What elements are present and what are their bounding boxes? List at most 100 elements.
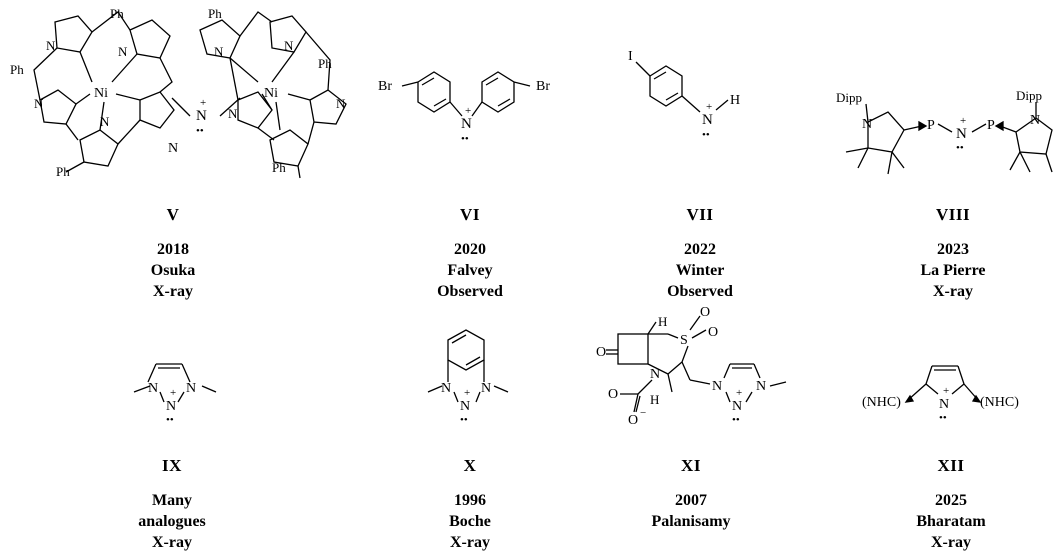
atom-br: Br [378, 79, 392, 94]
positive-charge: + [736, 387, 742, 399]
caption-author: Boche [449, 513, 491, 530]
caption-author: Bharatam [916, 513, 986, 530]
porphyrin-left [33, 11, 175, 173]
atom-dipp: Dipp [836, 90, 862, 105]
atom-n: N [118, 44, 128, 59]
caption-method: Observed [667, 283, 733, 300]
atom-n: N [481, 381, 491, 396]
compound-number: XII [937, 456, 965, 475]
positive-charge: + [465, 105, 471, 117]
caption-line-2: analogues [138, 513, 206, 530]
caption-XI: XI 2007 Palanisamy [626, 456, 756, 532]
lone-pair: •• [939, 412, 947, 424]
caption-author: Palanisamy [651, 513, 731, 530]
caption-VI: VI 2020 Falvey Observed [410, 205, 530, 302]
nitrogen-central: N [939, 397, 949, 412]
caption-line-1: Many [152, 492, 192, 509]
nitrogen-central: N [196, 108, 207, 124]
positive-charge: + [960, 115, 966, 127]
atom-ph: Ph [10, 62, 24, 77]
atom-n: N [186, 381, 196, 396]
atom-i: I [628, 49, 633, 64]
atom-h: H [650, 392, 659, 407]
compound-number: XI [681, 456, 701, 475]
caption-year: 1996 [454, 492, 486, 509]
structure-VII: I N + •• H [628, 49, 740, 141]
atom-o: O [608, 387, 618, 402]
nitrogen-central: N [956, 126, 967, 142]
caption-author: Falvey [447, 262, 493, 279]
atom-h: H [730, 93, 740, 108]
atom-s: S [680, 333, 688, 348]
atom-p: P [987, 118, 995, 133]
lone-pair: •• [702, 129, 710, 141]
caption-method: X-ray [931, 534, 971, 551]
atom-nhc: (NHC) [862, 395, 901, 410]
nitrogen-central: N [461, 116, 472, 132]
lone-pair: •• [196, 125, 204, 137]
structure-IX: N N N + •• [133, 363, 217, 426]
atom-br: Br [536, 79, 550, 94]
atom-n: N [756, 379, 766, 394]
atom-n: N [441, 381, 451, 396]
caption-author: La Pierre [920, 262, 986, 279]
nitrogen-central: N [166, 399, 176, 414]
caption-method: X-ray [153, 283, 193, 300]
atom-n: N [284, 38, 294, 53]
compound-number: IX [162, 456, 182, 475]
atom-ph: Ph [208, 6, 222, 21]
caption-year: 2020 [454, 241, 486, 258]
atom-n: N [336, 96, 346, 111]
atom-n: N [1030, 113, 1040, 128]
positive-charge: + [200, 97, 206, 109]
atom-o: O [700, 305, 710, 320]
positive-charge: + [706, 101, 712, 113]
nitrogen-central: N [732, 399, 742, 414]
caption-method: X-ray [450, 534, 490, 551]
compound-number: VII [686, 205, 714, 224]
compound-number: VIII [935, 205, 971, 224]
atom-n: N [650, 367, 660, 382]
caption-author: Osuka [150, 262, 196, 279]
atom-ni: Ni [264, 86, 278, 101]
compound-number: V [166, 205, 180, 224]
atom-n: N [46, 38, 56, 53]
caption-year: 2018 [157, 241, 189, 258]
atom-n: N [168, 141, 178, 156]
atom-ni: Ni [94, 86, 108, 101]
structure-XII: (NHC) (NHC) N + •• [862, 365, 1019, 424]
positive-charge: + [170, 387, 176, 399]
atom-ph: Ph [272, 160, 286, 175]
atom-p: P [927, 118, 935, 133]
compound-number: VI [460, 205, 480, 224]
atom-ph: Ph [56, 164, 70, 179]
atom-n: N [214, 44, 224, 59]
lone-pair: •• [956, 142, 964, 154]
porphyrin-right [199, 11, 347, 179]
nitrogen-central: N [460, 399, 470, 414]
atom-o: O [596, 345, 606, 360]
negative-charge: − [640, 407, 646, 419]
atom-dipp: Dipp [1016, 88, 1042, 103]
caption-year: 2025 [935, 492, 967, 509]
nitrogen-central: N [702, 112, 713, 128]
caption-method: Observed [437, 283, 503, 300]
caption-method: X-ray [152, 534, 192, 551]
atom-n: N [34, 96, 44, 111]
positive-charge: + [943, 385, 949, 397]
lone-pair: •• [461, 133, 469, 145]
caption-method: X-ray [933, 283, 973, 300]
caption-author: Winter [675, 262, 725, 279]
caption-VIII: VIII 2023 La Pierre X-ray [893, 205, 1013, 302]
caption-VII: VII 2022 Winter Observed [640, 205, 760, 302]
atom-n: N [862, 117, 872, 132]
structure-V: N N N N Ni Ph Ph Ph N N + •• [10, 6, 347, 179]
lone-pair: •• [732, 414, 740, 426]
positive-charge: + [464, 387, 470, 399]
atom-h: H [658, 314, 667, 329]
atom-ph: Ph [318, 56, 332, 71]
structure-X: N N N + •• [427, 329, 509, 426]
structure-VIII: Dipp Dipp N N P P N + •• [836, 88, 1053, 175]
caption-X: X 1996 Boche X-ray [410, 456, 530, 553]
